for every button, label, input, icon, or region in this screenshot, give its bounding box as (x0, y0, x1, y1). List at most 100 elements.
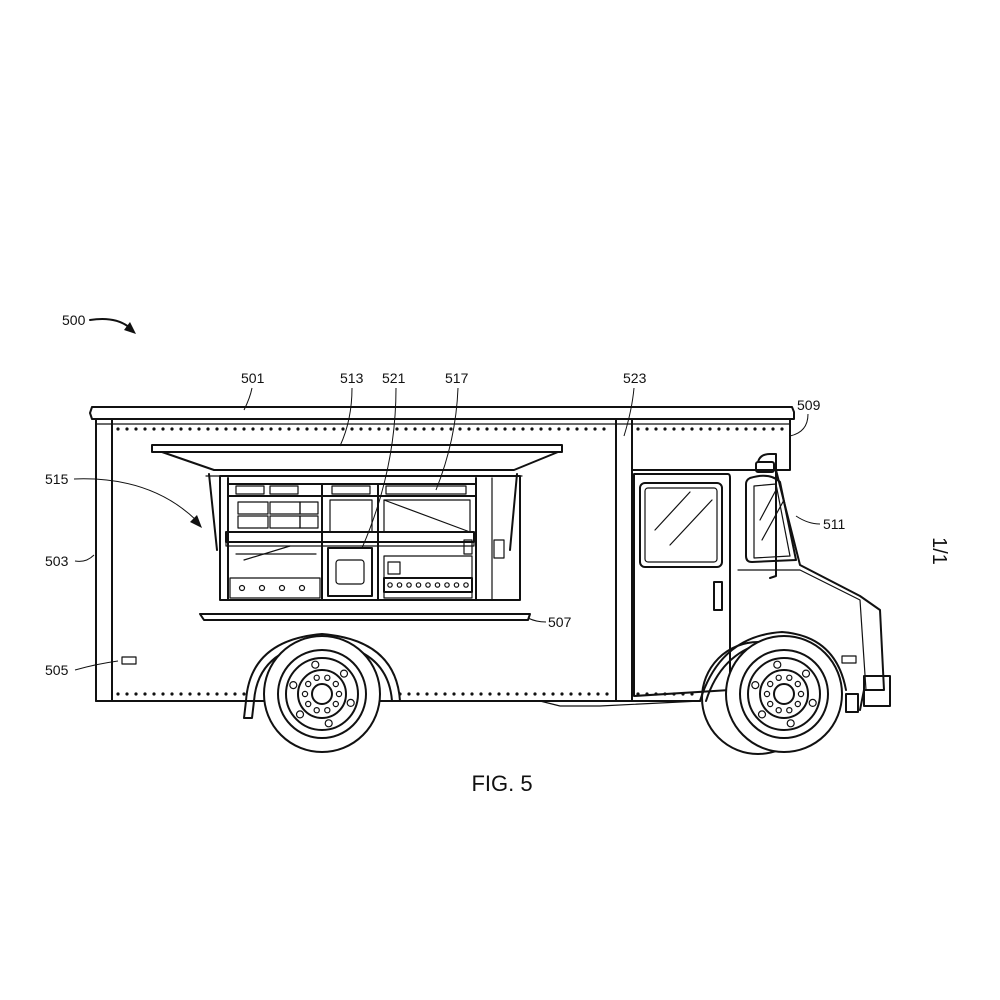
rivet (569, 692, 572, 695)
rivet (503, 427, 506, 430)
rivet (533, 692, 536, 695)
rivet (179, 692, 182, 695)
rivet (287, 427, 290, 430)
label-513: 513 (340, 370, 364, 386)
awning (152, 445, 562, 476)
rivet (515, 692, 518, 695)
rivet (134, 692, 137, 695)
marker-light (122, 657, 136, 664)
rivet (431, 427, 434, 430)
rear-wheel (264, 636, 380, 752)
rivet (161, 427, 164, 430)
rivet (584, 427, 587, 430)
rivet (332, 427, 335, 430)
rivet (602, 427, 605, 430)
rivet (506, 692, 509, 695)
rivet (125, 427, 128, 430)
rivet (578, 692, 581, 695)
rivet (512, 427, 515, 430)
rivet (672, 427, 675, 430)
leader-lines (75, 388, 820, 670)
rivet (350, 427, 353, 430)
range-knobs (388, 583, 468, 587)
rivet (170, 692, 173, 695)
rivet (116, 427, 119, 430)
rivet (744, 427, 747, 430)
rivet (690, 427, 693, 430)
range-knob (397, 583, 401, 587)
rivet (654, 427, 657, 430)
rivet (197, 427, 200, 430)
rivet (215, 427, 218, 430)
rivet (404, 427, 407, 430)
rivet (305, 427, 308, 430)
rivet (206, 692, 209, 695)
rivet (560, 692, 563, 695)
rivet (780, 427, 783, 430)
rivet (566, 427, 569, 430)
rivet (645, 427, 648, 430)
rivet (708, 427, 711, 430)
rivet (551, 692, 554, 695)
rivet (753, 427, 756, 430)
rivet (485, 427, 488, 430)
rivet (188, 692, 191, 695)
rivet (762, 427, 765, 430)
rivet (170, 427, 173, 430)
rivet (116, 692, 119, 695)
rivet (269, 427, 272, 430)
label-505: 505 (45, 662, 69, 678)
rivet (735, 427, 738, 430)
service-window (209, 474, 520, 600)
rivet-row-top (116, 427, 783, 430)
rivet (524, 692, 527, 695)
rivet (215, 692, 218, 695)
sheet-number: 1/1 (928, 537, 950, 565)
serving-counter (200, 614, 530, 620)
rivet (440, 427, 443, 430)
rivet (497, 692, 500, 695)
rivet (395, 427, 398, 430)
label-507: 507 (548, 614, 572, 630)
rivet (152, 692, 155, 695)
rivet (587, 692, 590, 695)
rivet (278, 427, 281, 430)
rivet (771, 427, 774, 430)
rivet (125, 692, 128, 695)
rivet (539, 427, 542, 430)
range-knob (454, 583, 458, 587)
rivet (143, 692, 146, 695)
rivet (681, 427, 684, 430)
rivet (206, 427, 209, 430)
rivet (479, 692, 482, 695)
rivet (605, 692, 608, 695)
rivet (494, 427, 497, 430)
rivet (663, 427, 666, 430)
range-knob (464, 583, 468, 587)
rivet (413, 427, 416, 430)
rivet (726, 427, 729, 430)
label-509: 509 (797, 397, 821, 413)
label-501: 501 (241, 370, 265, 386)
range-knob (445, 583, 449, 587)
rivet (699, 427, 702, 430)
rivet (143, 427, 146, 430)
rivet (224, 692, 227, 695)
rivet (134, 427, 137, 430)
rivet (717, 427, 720, 430)
rivet (323, 427, 326, 430)
rivet (233, 427, 236, 430)
rivet (242, 692, 245, 695)
rivet (377, 427, 380, 430)
rivet (260, 427, 263, 430)
label-521: 521 (382, 370, 406, 386)
rivet (425, 692, 428, 695)
label-503: 503 (45, 553, 69, 569)
label-511: 511 (823, 516, 846, 532)
rivet (368, 427, 371, 430)
label-523: 523 (623, 370, 647, 386)
rivet (416, 692, 419, 695)
assembly-arrow (90, 319, 130, 328)
rivet (542, 692, 545, 695)
rivet (636, 427, 639, 430)
